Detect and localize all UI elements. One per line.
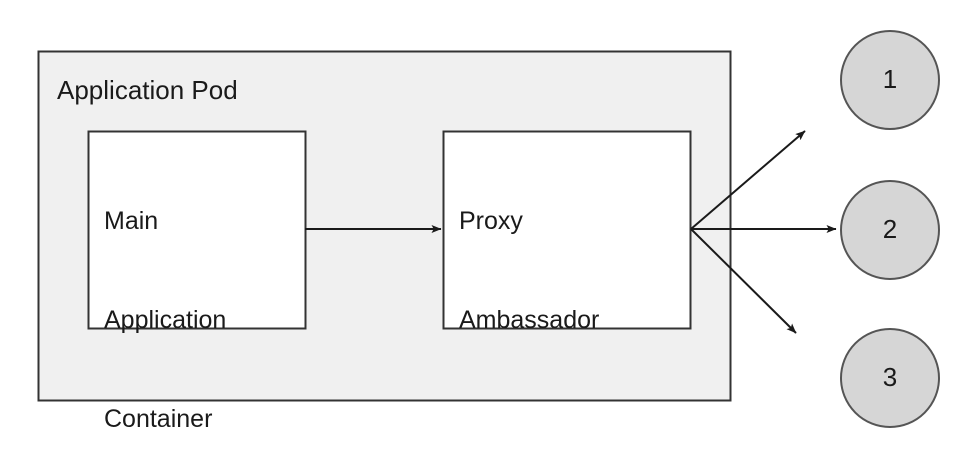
service-3-circle	[840, 328, 940, 428]
connector-proxy-to-service-3	[690, 228, 797, 334]
service-2-circle	[840, 180, 940, 280]
service-1-circle	[840, 30, 940, 130]
main-application-container-box	[87, 130, 307, 330]
proxy-ambassador-container-box	[442, 130, 692, 330]
connector-proxy-to-service-1	[690, 130, 806, 230]
